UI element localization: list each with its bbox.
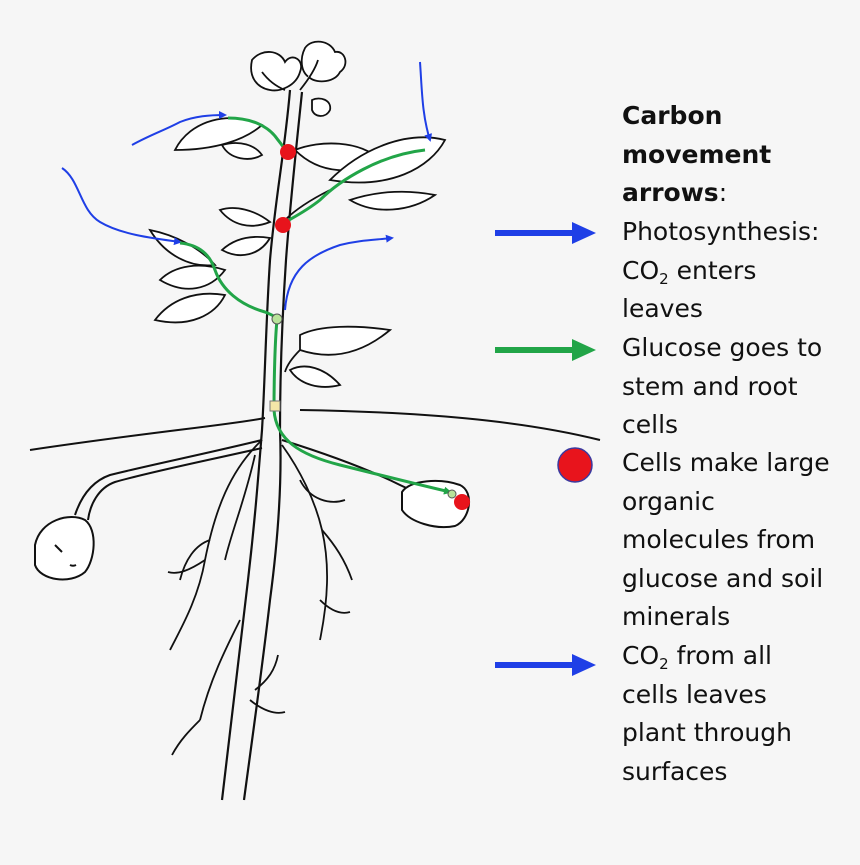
co2-suffix: from all	[668, 641, 772, 670]
legend-co2-arrow-1	[495, 222, 596, 244]
legend-item-label: surfaces	[622, 756, 728, 786]
legend-title-line3: arrows	[622, 178, 719, 207]
plant-flowers	[250, 40, 347, 117]
legend-item-label: leaves	[622, 294, 703, 323]
co2-arrow-mid	[284, 234, 394, 311]
legend-item-label: cells	[622, 410, 679, 439]
legend-item-label: Cells make large	[622, 448, 830, 477]
co2-arrow-top	[131, 111, 227, 146]
plant-roots	[167, 439, 353, 756]
legend-cell-dot	[557, 447, 593, 483]
glucose-arrows-plant	[179, 116, 452, 495]
legend-item-label: glucose and soil	[622, 563, 824, 593]
legend-item-glucose: Glucose goes to stem and root cells	[622, 329, 822, 445]
legend-item-label: Photosynthesis:	[622, 217, 820, 246]
co2-text: CO	[622, 641, 660, 670]
co2-arrow-right-top	[419, 61, 432, 142]
legend-co2-arrow-2	[495, 654, 596, 676]
co2-arrow-left	[61, 167, 182, 246]
cell-dot-tuber	[454, 494, 470, 510]
legend-item-label: organic	[622, 486, 715, 516]
co2-text: CO	[622, 255, 660, 285]
legend-title-line2: movement	[622, 139, 772, 169]
legend-title-line1: Carbon	[622, 101, 723, 130]
junction-dot	[271, 313, 283, 325]
junction-square	[269, 400, 281, 412]
legend-item-label: minerals	[622, 602, 731, 631]
co2-arrows-plant	[61, 61, 432, 311]
cell-dot-top	[280, 144, 296, 160]
legend-item-label: cells leaves	[622, 679, 767, 709]
legend-item-label: stem and root	[622, 371, 798, 401]
co2-subscript: 2	[659, 269, 669, 288]
legend-item-label: molecules from	[622, 525, 816, 554]
co2-subscript: 2	[659, 655, 669, 673]
junction-dot-tuber	[447, 489, 457, 499]
plant-leaves	[148, 117, 447, 388]
legend-item-label: plant through	[622, 718, 792, 747]
legend-glucose-arrow	[495, 339, 596, 361]
plant-stem	[220, 89, 304, 801]
legend-item-co2-leaves: CO2 from all cells leaves plant through …	[622, 637, 792, 791]
legend-item-cells: Cells make large organic molecules from …	[622, 444, 830, 637]
co2-suffix: enters	[668, 255, 757, 285]
cell-dot-mid	[275, 217, 291, 233]
legend-title-colon: :	[718, 178, 728, 207]
soil-line	[29, 409, 601, 451]
legend-item-label: Glucose goes to	[622, 333, 823, 362]
plant-tubers	[34, 439, 470, 581]
legend-item-photosynthesis: Photosynthesis: CO2 enters leaves	[622, 213, 819, 329]
legend-title: Carbon movement arrows:	[622, 97, 771, 213]
